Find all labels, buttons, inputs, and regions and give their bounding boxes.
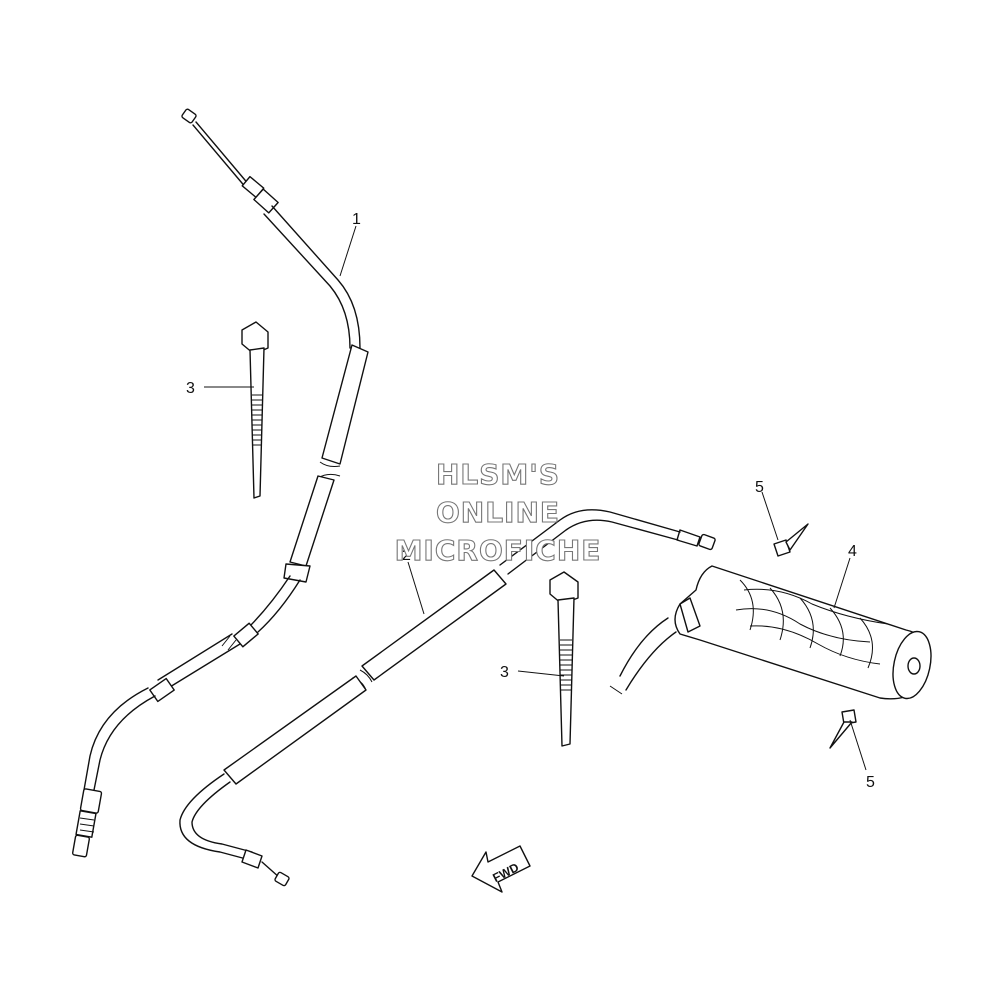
watermark-line-2: ONLINE	[436, 496, 560, 529]
leader-lines	[204, 225, 867, 771]
callout-part-5-bottom: 5	[866, 774, 875, 791]
callout-part-4: 4	[848, 543, 857, 560]
forward-arrow-icon: FWD	[471, 845, 531, 893]
pin-part-5-bottom	[829, 709, 857, 749]
watermark-line-1: HLSM'S	[436, 458, 560, 491]
heated-grip-part-4	[609, 565, 932, 700]
cable-part-1	[71, 108, 369, 858]
callout-part-3-right: 3	[500, 664, 509, 681]
cable-tie-left	[241, 321, 269, 499]
callout-part-5-top: 5	[755, 479, 764, 496]
callout-part-3-left: 3	[186, 380, 195, 397]
pin-part-5-top	[773, 523, 809, 557]
cable-tie-right	[549, 571, 579, 747]
callout-part-2: 2	[402, 547, 411, 564]
watermark: HLSM'S ONLINE MICROFICHE	[394, 457, 602, 567]
callout-part-1: 1	[352, 211, 361, 228]
watermark-line-3: MICROFICHE	[395, 534, 602, 567]
cable-part-2	[179, 509, 716, 887]
